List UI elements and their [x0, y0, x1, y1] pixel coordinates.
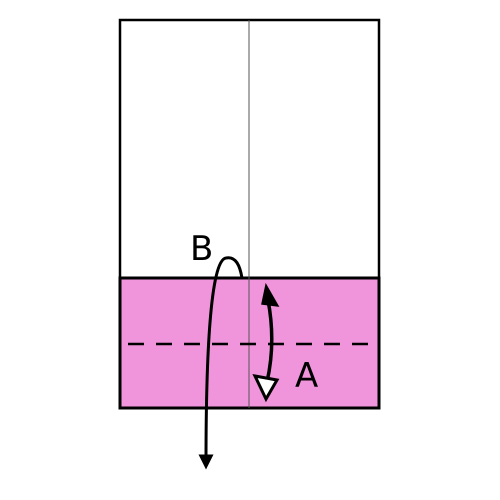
label-b: B — [190, 229, 213, 269]
fold-arrow-a-black-head — [261, 282, 280, 307]
fold-arrow-a-white-head — [252, 373, 280, 403]
fold-arrow-a — [265, 299, 274, 383]
pull-arrow-b — [198, 256, 244, 470]
label-a: A — [295, 356, 318, 396]
